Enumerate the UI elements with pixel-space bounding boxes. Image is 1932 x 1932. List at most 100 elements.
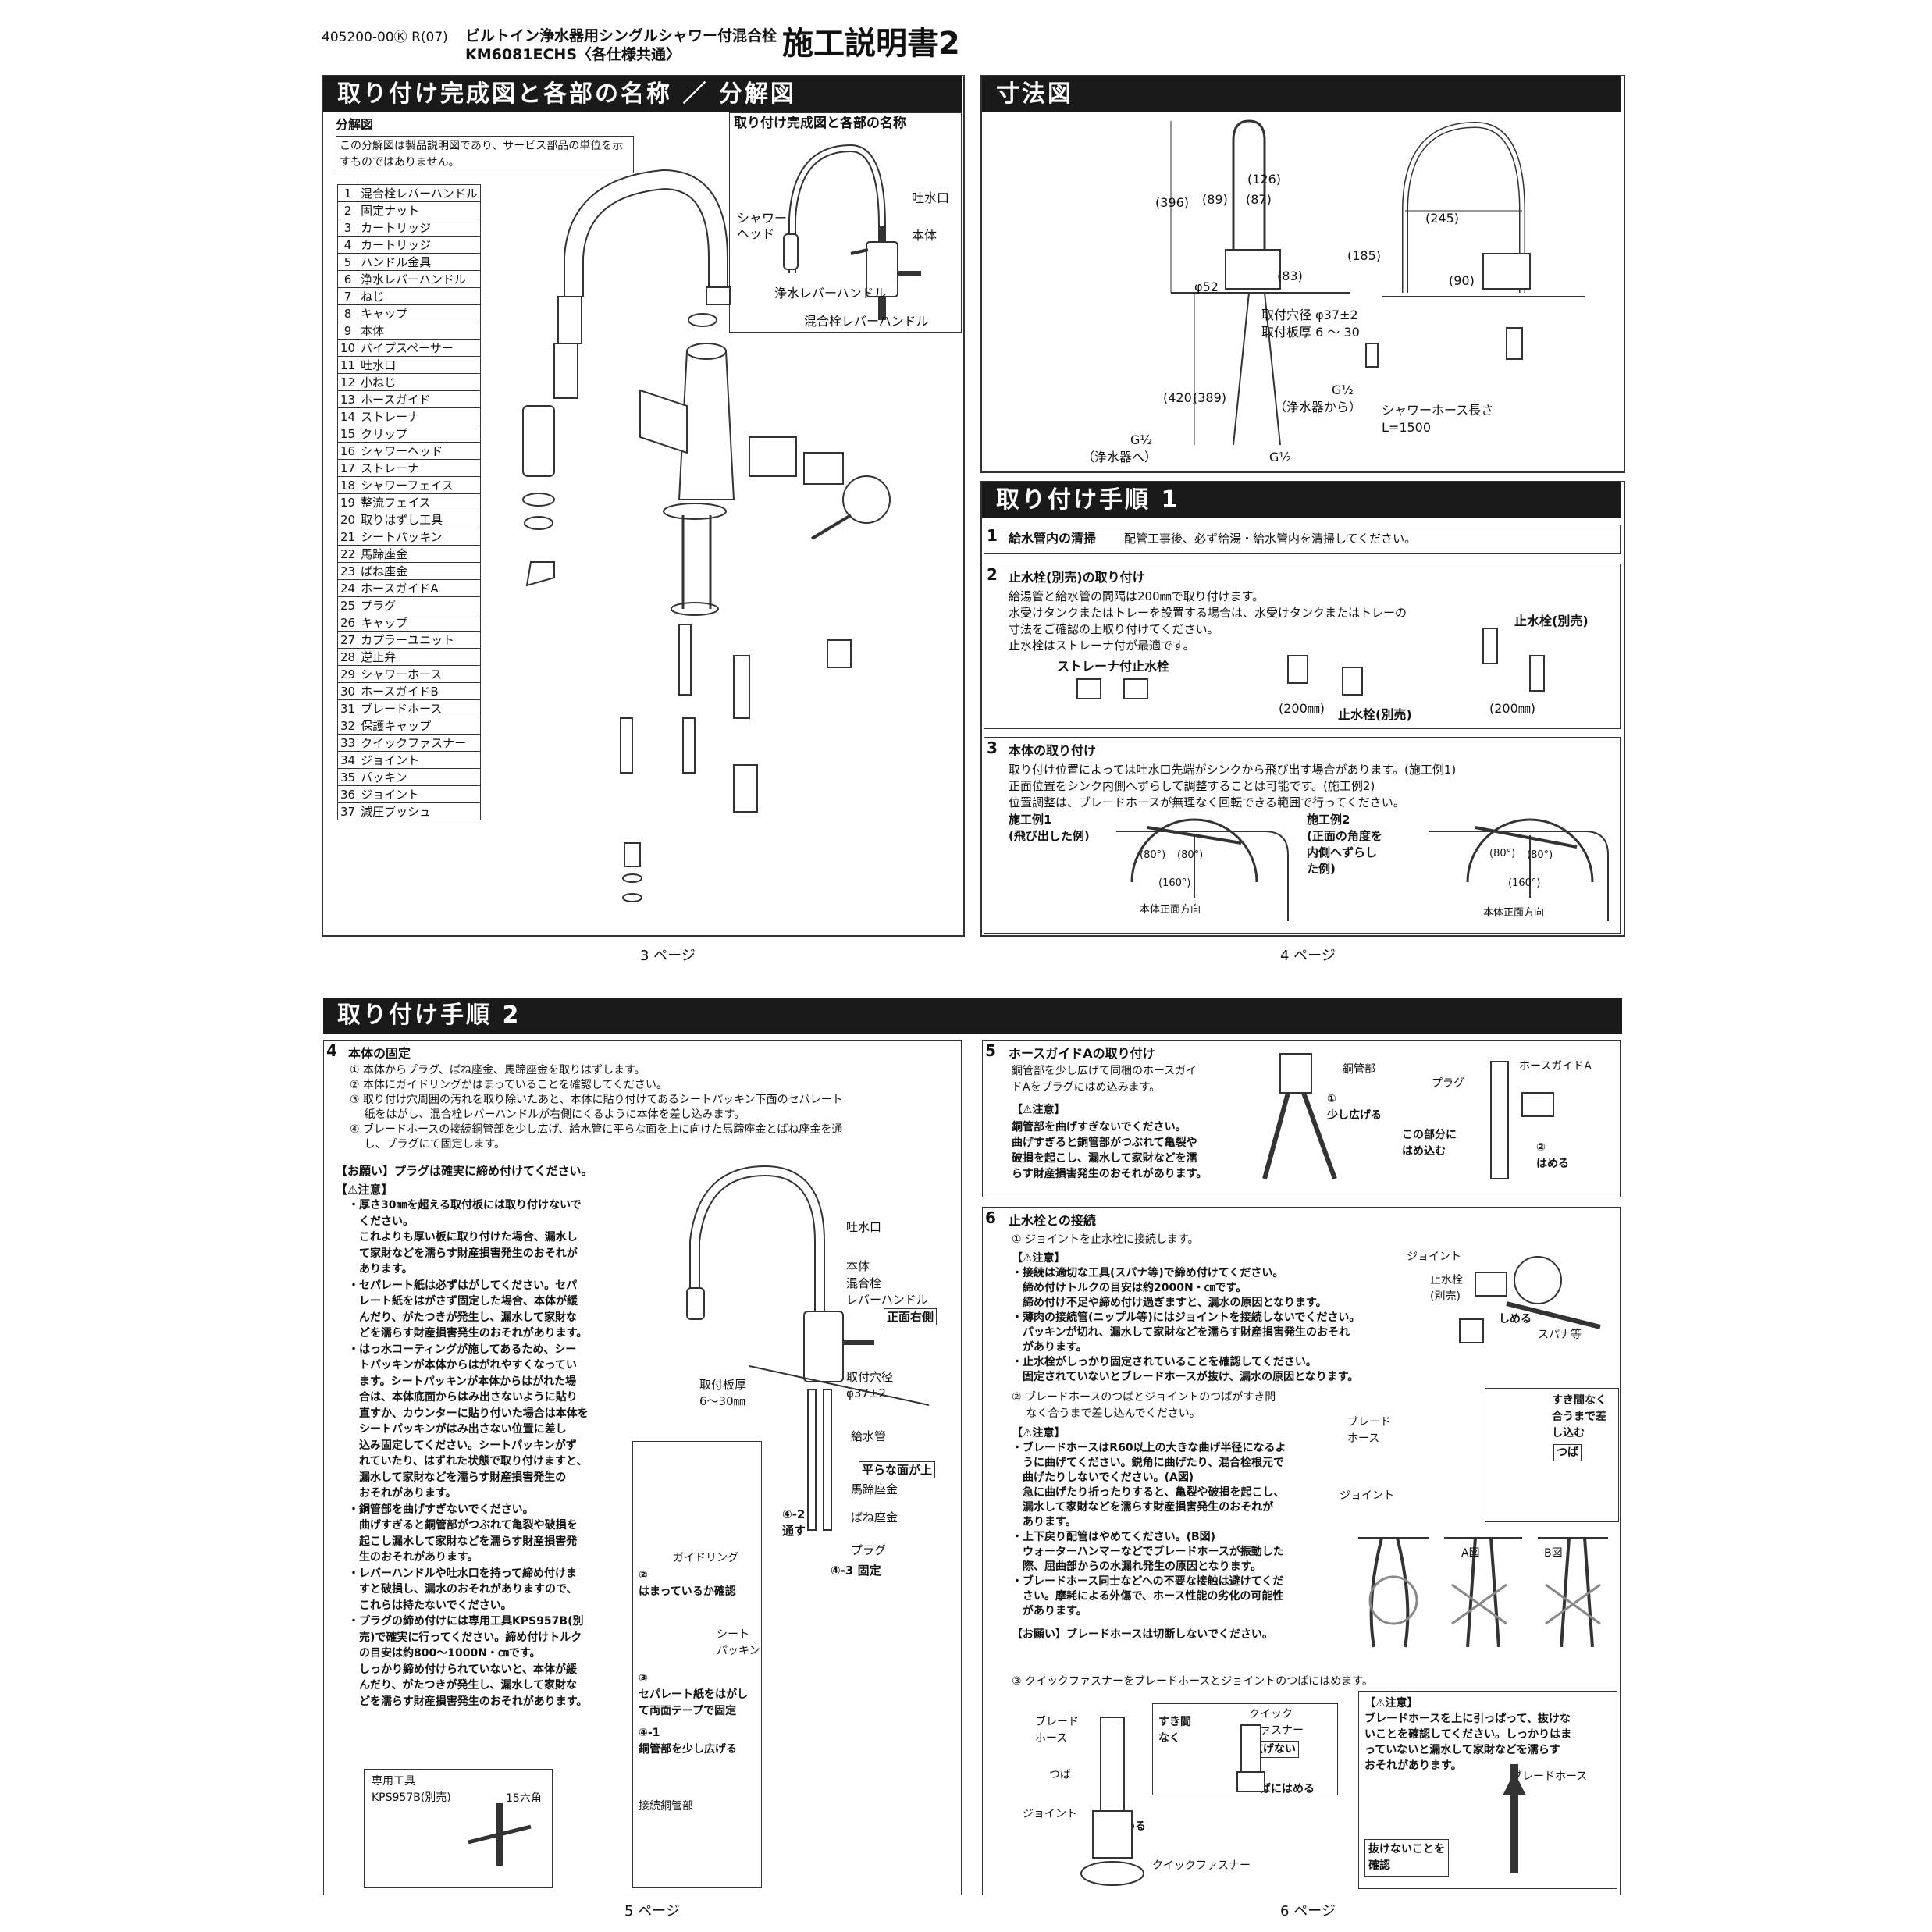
part-number: 22 [336, 545, 359, 563]
part-name: ねじ [358, 287, 482, 305]
part-name: ハンドル金具 [358, 253, 482, 271]
s4-horseshoe: 馬蹄座金 [851, 1482, 898, 1496]
angle-80-b: (80°) [1177, 849, 1204, 861]
caution-line: どを濡らす財産損害発生のおそれがあります。 [348, 1695, 588, 1708]
s6-joint: ジョイント [1407, 1251, 1461, 1263]
caution-line: の目安は約800～1000N・㎝です。 [348, 1647, 541, 1660]
part-name: ジョイント [358, 751, 482, 769]
part-number: 28 [336, 648, 359, 666]
part-number: 25 [336, 596, 359, 614]
dim-389: (389) [1193, 390, 1227, 405]
step-6-l1: ① ジョイントを止水栓に接続します。 [1012, 1233, 1199, 1246]
step-5-caution-title: 【⚠注意】 [1012, 1104, 1066, 1116]
s4-flat-up: 平らな面が上 [859, 1461, 936, 1478]
part-name: 固定ナット [358, 201, 482, 219]
caution-line: ます。シートパッキンが本体からはがれた場 [348, 1375, 577, 1388]
step-1-text: 配管工事後、必ず給湯・給水管内を清掃してください。 [1124, 532, 1417, 546]
s6-nogap2: すき間なく [1158, 1716, 1191, 1745]
s4-supply: 給水管 [851, 1429, 887, 1443]
caution-line: 生のおそれがあります。 [348, 1551, 479, 1564]
complete-faucet-drawing [783, 144, 921, 320]
angle-160-a: (160°) [1158, 877, 1191, 889]
s6-flange2: つば [1049, 1769, 1071, 1781]
product-name: ビルトイン浄水器用シングルシャワー付混合栓 [465, 27, 777, 44]
tool-drawing [468, 1803, 532, 1866]
s4-copper: 接続銅管部 [639, 1800, 693, 1813]
part-name: ストレーナ [358, 407, 482, 425]
s6-nogap: すき間なく合うまで差し込む [1552, 1394, 1606, 1439]
s6-stopcock: 止水栓(別売) [1430, 1274, 1463, 1303]
part-name: キャップ [358, 614, 482, 632]
caution-line: ・プラグの締め付けには専用工具KPS957B(別 [348, 1615, 584, 1628]
step-5-cautions: 銅管部を曲げすぎないでください。曲げすぎると銅管部がつぶれて亀裂や破損を起こし、… [1012, 1121, 1208, 1180]
step-4-title: 本体の固定 [348, 1046, 411, 1061]
part-number: 15 [336, 425, 359, 443]
step-5-title: ホースガイドAの取り付け [1009, 1046, 1155, 1061]
caution-line: ・銅管部を曲げすぎないでください。 [348, 1503, 534, 1516]
s6-caution3-title: 【⚠注意】 [1364, 1697, 1418, 1710]
caution-line: レート紙をはがさず固定した場合、本体が緩 [348, 1295, 578, 1308]
caution-line: シートパッキンがはみ出さない位置に差し [348, 1423, 567, 1436]
part-name: ブレードホース [358, 699, 482, 717]
exploded-note: この分解図は製品説明図であり、サービス部品の単位を示すものではありません。 [336, 136, 634, 173]
part-number: 5 [336, 253, 359, 271]
s4-body: 本体 [846, 1259, 870, 1273]
part-name: ホースガイド [358, 390, 482, 408]
step-5-number: 5 [985, 1041, 996, 1060]
page6-number: 6 ページ [1280, 1903, 1336, 1920]
stopcock-drawings [1076, 628, 1545, 699]
part-name: 整流フェイス [358, 493, 482, 511]
step-4-number: 4 [326, 1041, 337, 1060]
part-name: 馬蹄座金 [358, 545, 482, 563]
part-number: 16 [336, 442, 359, 460]
part-name: シャワーフェイス [358, 476, 482, 494]
s6-joint2: ジョイント [1340, 1489, 1394, 1502]
doc-code: 405200-00Ⓚ R(07) [322, 30, 448, 45]
s6-quick: クイックファスナー [1249, 1708, 1304, 1737]
caution-line: どを濡らす財産損害発生のおそれがあります。 [348, 1327, 588, 1340]
step-2-title: 止水栓(別売)の取り付け [1009, 570, 1145, 585]
part-name: 保護キャップ [358, 717, 482, 735]
part-number: 31 [336, 699, 359, 717]
s6-braid2: ブレードホース [1035, 1716, 1079, 1745]
s6-confirm: 抜けないことを確認 [1364, 1839, 1449, 1877]
dim-from-filter: （浄水器から） [1274, 400, 1362, 415]
dim-g12-b: G½ [1130, 432, 1152, 447]
mm200-b: (200㎜) [1489, 701, 1536, 716]
part-name: 減圧ブッシュ [358, 802, 482, 820]
s4-detail-box [632, 1441, 762, 1888]
step-2-number: 2 [987, 565, 998, 584]
s6-cautions3: ブレードホースを上に引っぱって、抜けないことを確認してください。しっかりはまって… [1364, 1713, 1572, 1772]
caution-line: 起こし漏水して家財などを濡らす財産損害発 [348, 1535, 578, 1548]
part-name: 浄水レバーハンドル [358, 270, 482, 288]
part-name: シャワーヘッド [358, 442, 482, 460]
part-number: 18 [336, 476, 359, 494]
example-2-label: 施工例2(正面の角度を内側へずらした例) [1307, 813, 1382, 876]
s5-fit-here: この部分にはめ込む [1402, 1129, 1457, 1158]
part-name: カートリッジ [358, 219, 482, 237]
caution-line: 漏水して家財などを濡らす財産損害発生の [348, 1471, 567, 1484]
s4-mixer: 混合栓レバーハンドル [846, 1276, 928, 1307]
caution-line: 直すか、カウンターに貼り付いた場合は本体を [348, 1407, 589, 1420]
part-number: 10 [336, 339, 359, 357]
part-name: ストレーナ [358, 459, 482, 477]
complete-shower-head: シャワーヘッド [737, 211, 788, 241]
